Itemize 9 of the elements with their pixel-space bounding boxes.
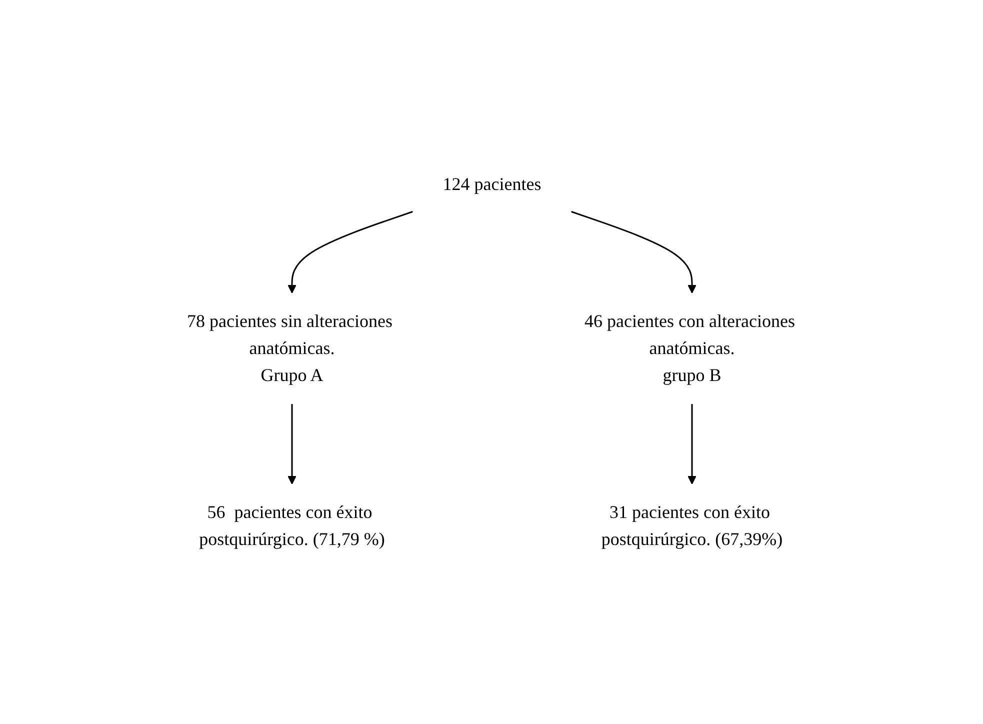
arrow	[287, 404, 296, 484]
arrow	[570, 210, 696, 294]
node-text: 31 pacientes con éxito postquirúrgico. (67,39%)	[600, 502, 782, 549]
arrow	[687, 404, 696, 484]
node-text: 124 pacientes	[442, 174, 541, 194]
node-text: 78 pacientes sin alteraciones anatómicas. Grupo A	[186, 311, 392, 385]
arrow	[287, 210, 412, 294]
node-text: 46 pacientes con alteraciones anatómicas. grupo B	[584, 311, 794, 385]
node-text: 56 pacientes con éxito postquirúrgico. (71,79 %)	[198, 502, 384, 549]
